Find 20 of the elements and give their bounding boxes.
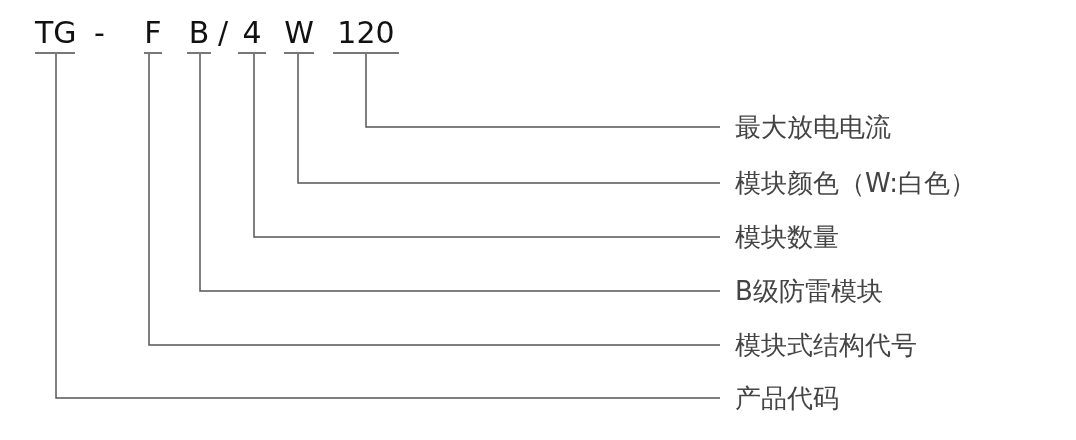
description-text: 最大放电电流 [735, 110, 891, 144]
leader-line [297, 53, 721, 184]
description-text: B级防雷模块 [735, 274, 883, 308]
description-text: 模块式结构代号 [735, 328, 917, 362]
description-text: 模块数量 [735, 220, 839, 254]
code-segment: TG [35, 14, 75, 54]
code-segment: B [187, 14, 211, 54]
separator-text: - [94, 14, 105, 52]
separator-text: / [218, 14, 229, 52]
code-segment: 4 [238, 14, 266, 54]
leader-line [365, 53, 721, 128]
code-segment: F [144, 14, 162, 54]
leader-line [148, 53, 721, 346]
leader-line [253, 53, 721, 238]
code-segment: 120 [333, 14, 399, 54]
leader-line [55, 53, 721, 399]
code-segment: W [284, 14, 314, 54]
leader-line [199, 53, 721, 292]
description-text: 产品代码 [735, 381, 839, 415]
description-text: 模块颜色（W:白色） [735, 166, 976, 200]
